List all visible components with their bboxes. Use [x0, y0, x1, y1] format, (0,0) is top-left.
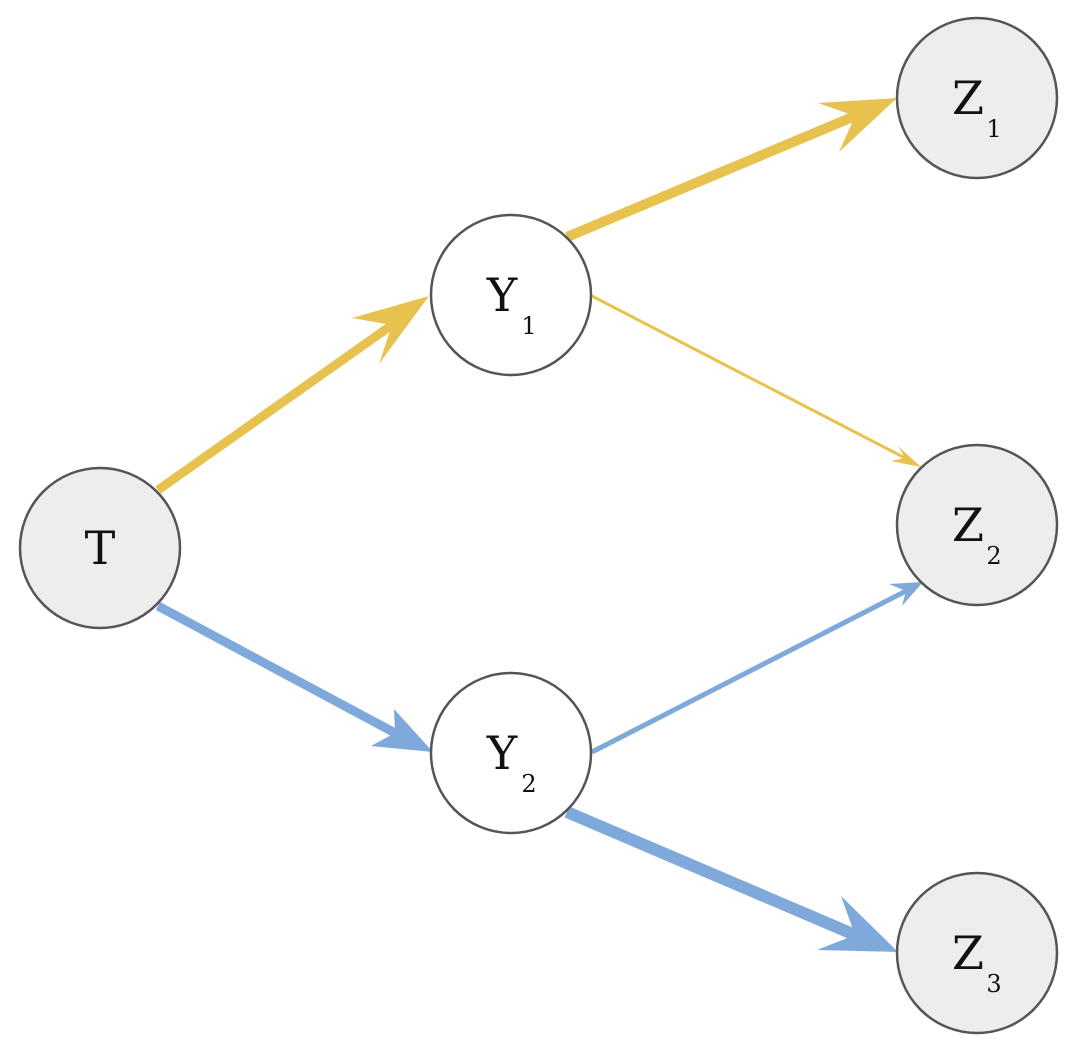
node-Z3-subscript: 3 [986, 970, 1001, 998]
edge-Y1-Z2 [591, 294, 921, 467]
node-Z2-label: Z [952, 498, 984, 552]
node-Z2: Z 2 [895, 443, 1059, 607]
node-Z3: Z 3 [895, 871, 1059, 1035]
edge-Y1-Z1 [565, 98, 897, 242]
edge-Y2-Z3 [564, 806, 898, 952]
node-T-label: T [85, 521, 116, 575]
node-Z1-label: Z [952, 71, 984, 125]
node-Y2-label: Y [486, 726, 518, 780]
node-Z1-subscript: 1 [986, 115, 1001, 143]
node-Y2: Y 2 [429, 671, 593, 835]
node-Z2-subscript: 2 [986, 542, 1001, 570]
node-Y2-subscript: 2 [521, 770, 536, 798]
node-Y1: Y 1 [429, 213, 593, 377]
node-Z1: Z 1 [895, 16, 1059, 180]
node-Y1-subscript: 1 [521, 312, 536, 340]
node-T: T [18, 466, 182, 630]
edge-T-Y2 [155, 602, 433, 752]
edge-Y2-Z2 [590, 582, 923, 755]
node-Z3-label: Z [952, 926, 984, 980]
edge-T-Y1 [155, 296, 429, 494]
node-Y1-label: Y [486, 268, 518, 322]
